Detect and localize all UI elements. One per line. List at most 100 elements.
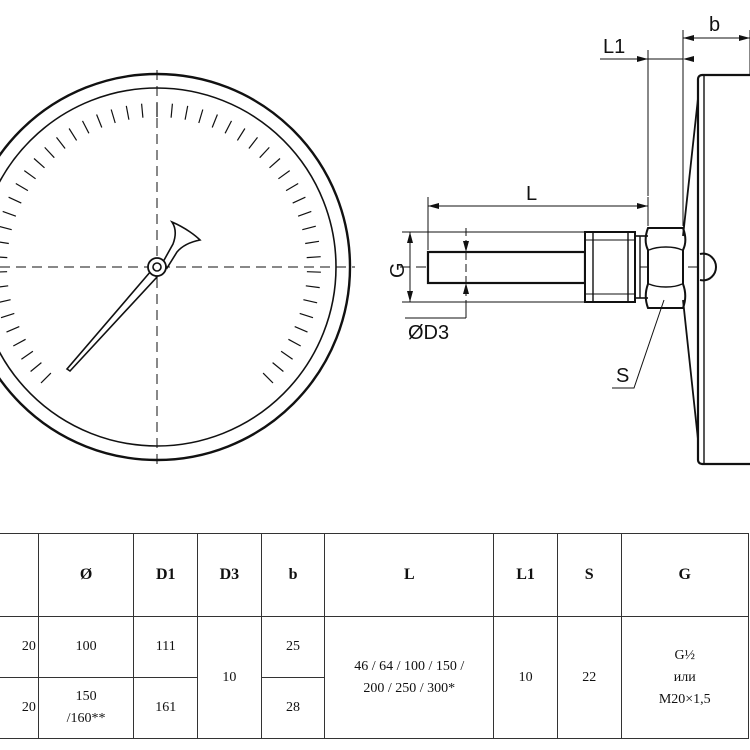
scale-tick xyxy=(272,362,284,372)
scale-tick xyxy=(306,271,321,273)
scale-tick xyxy=(0,285,9,288)
table-row: 20 100 111 10 25 46 / 64 / 100 / 150 / 2… xyxy=(0,616,749,739)
table-cell: 10 xyxy=(493,616,558,739)
scale-tick xyxy=(0,256,8,259)
label-S: S xyxy=(616,365,629,387)
scale-tick xyxy=(224,120,233,134)
scale-tick xyxy=(303,299,318,304)
arrow-G-bottom xyxy=(407,291,413,302)
diameter-line: 150 xyxy=(75,689,97,704)
scale-tick xyxy=(23,170,36,180)
scale-tick xyxy=(30,362,42,372)
g-value-line: M20×1,5 xyxy=(658,691,711,707)
scale-tick xyxy=(288,338,301,347)
scale-tick xyxy=(15,182,29,192)
scale-tick xyxy=(280,350,293,360)
scale-tick xyxy=(0,299,11,303)
arrowheads xyxy=(407,35,750,302)
hex-nut-face xyxy=(648,246,683,288)
table-cell: 28 xyxy=(260,677,326,739)
arrow-L1-right xyxy=(683,56,694,62)
case-screw xyxy=(699,252,718,282)
label-L: L xyxy=(526,183,537,205)
scale-tick xyxy=(259,146,270,159)
table-cell: 20 xyxy=(0,677,39,739)
table-cell: 22 xyxy=(556,616,622,739)
row-code: 20 xyxy=(21,639,36,654)
l-values-line: 200 / 250 / 300* xyxy=(363,680,456,696)
label-L1: L1 xyxy=(603,36,625,58)
header-cell xyxy=(0,533,39,617)
diameter-line: /160** xyxy=(66,711,106,726)
thermometer-drawing: L1 b L G ØD3 S xyxy=(0,14,750,470)
scale-tick xyxy=(299,312,314,319)
table-header-row: Ø D1 D3 b L L1 S G xyxy=(0,533,749,617)
scale-tick xyxy=(81,120,90,134)
scale-tick xyxy=(294,326,308,333)
table-cell: 150 /160** xyxy=(37,677,135,739)
label-G: G xyxy=(387,262,409,278)
table-cell: 20 xyxy=(0,616,39,678)
scale-tick xyxy=(211,114,218,128)
header-cell: L1 xyxy=(493,533,558,617)
scale-tick xyxy=(110,109,116,124)
header-cell: L xyxy=(324,533,495,617)
scale-tick xyxy=(0,271,8,273)
scale-tick xyxy=(96,114,103,128)
scale-tick xyxy=(44,146,55,159)
label-D3: ØD3 xyxy=(408,322,449,344)
header-cell: D3 xyxy=(197,533,262,617)
table-cell: 111 xyxy=(133,616,199,678)
arrow-G-top xyxy=(407,232,413,243)
side-view xyxy=(400,73,750,466)
scale-tick xyxy=(305,240,320,245)
dim-S-leader xyxy=(612,299,665,389)
pointer-needle xyxy=(65,269,159,373)
scale-tick xyxy=(302,225,316,231)
g-value-line: или xyxy=(673,669,696,685)
arrow-D3-bottom xyxy=(463,283,469,294)
scale-tick xyxy=(292,196,306,204)
scale-tick xyxy=(170,103,173,118)
arrow-b-left xyxy=(683,35,694,41)
front-view xyxy=(0,70,355,470)
header-cell: b xyxy=(260,533,326,617)
scale-tick xyxy=(236,128,246,141)
scale-tick xyxy=(184,105,189,120)
scale-tick xyxy=(21,350,34,360)
scale-tick xyxy=(8,196,22,204)
arrow-D3-top xyxy=(463,241,469,252)
header-cell: S xyxy=(556,533,622,617)
scale-tick xyxy=(306,256,321,259)
scale-tick xyxy=(0,312,15,319)
row-code: 20 xyxy=(21,700,36,715)
scale-tick xyxy=(68,128,78,141)
scale-tick xyxy=(285,182,299,192)
pivot-inner xyxy=(152,262,162,272)
scale-tick xyxy=(305,285,320,289)
scale-tick xyxy=(297,210,312,217)
table-cell: 25 xyxy=(260,616,326,678)
pointer-tail xyxy=(162,220,202,270)
arrow-L1-left xyxy=(637,56,648,62)
scale-tick xyxy=(40,372,52,384)
label-b: b xyxy=(709,14,720,36)
scale-tick xyxy=(33,158,45,169)
spec-table: Ø D1 D3 b L L1 S G 20 100 111 10 25 46 /… xyxy=(0,533,749,739)
arrow-b-right xyxy=(739,35,750,41)
scale-tick xyxy=(278,170,291,180)
table-cell: 161 xyxy=(133,677,199,739)
table-cell: 46 / 64 / 100 / 150 / 200 / 250 / 300* xyxy=(324,616,495,739)
table-cell: 10 xyxy=(197,616,262,739)
scale-tick xyxy=(6,326,20,333)
scale-tick xyxy=(248,137,258,149)
scale-tick xyxy=(198,109,204,124)
header-cell: Ø xyxy=(37,533,135,617)
header-cell: D1 xyxy=(133,533,199,617)
scale-tick xyxy=(0,241,9,245)
scale-tick xyxy=(13,338,26,347)
case-body xyxy=(696,73,750,466)
scale-tick xyxy=(0,226,12,231)
scale-tick xyxy=(262,372,274,384)
dimensions xyxy=(402,30,750,389)
